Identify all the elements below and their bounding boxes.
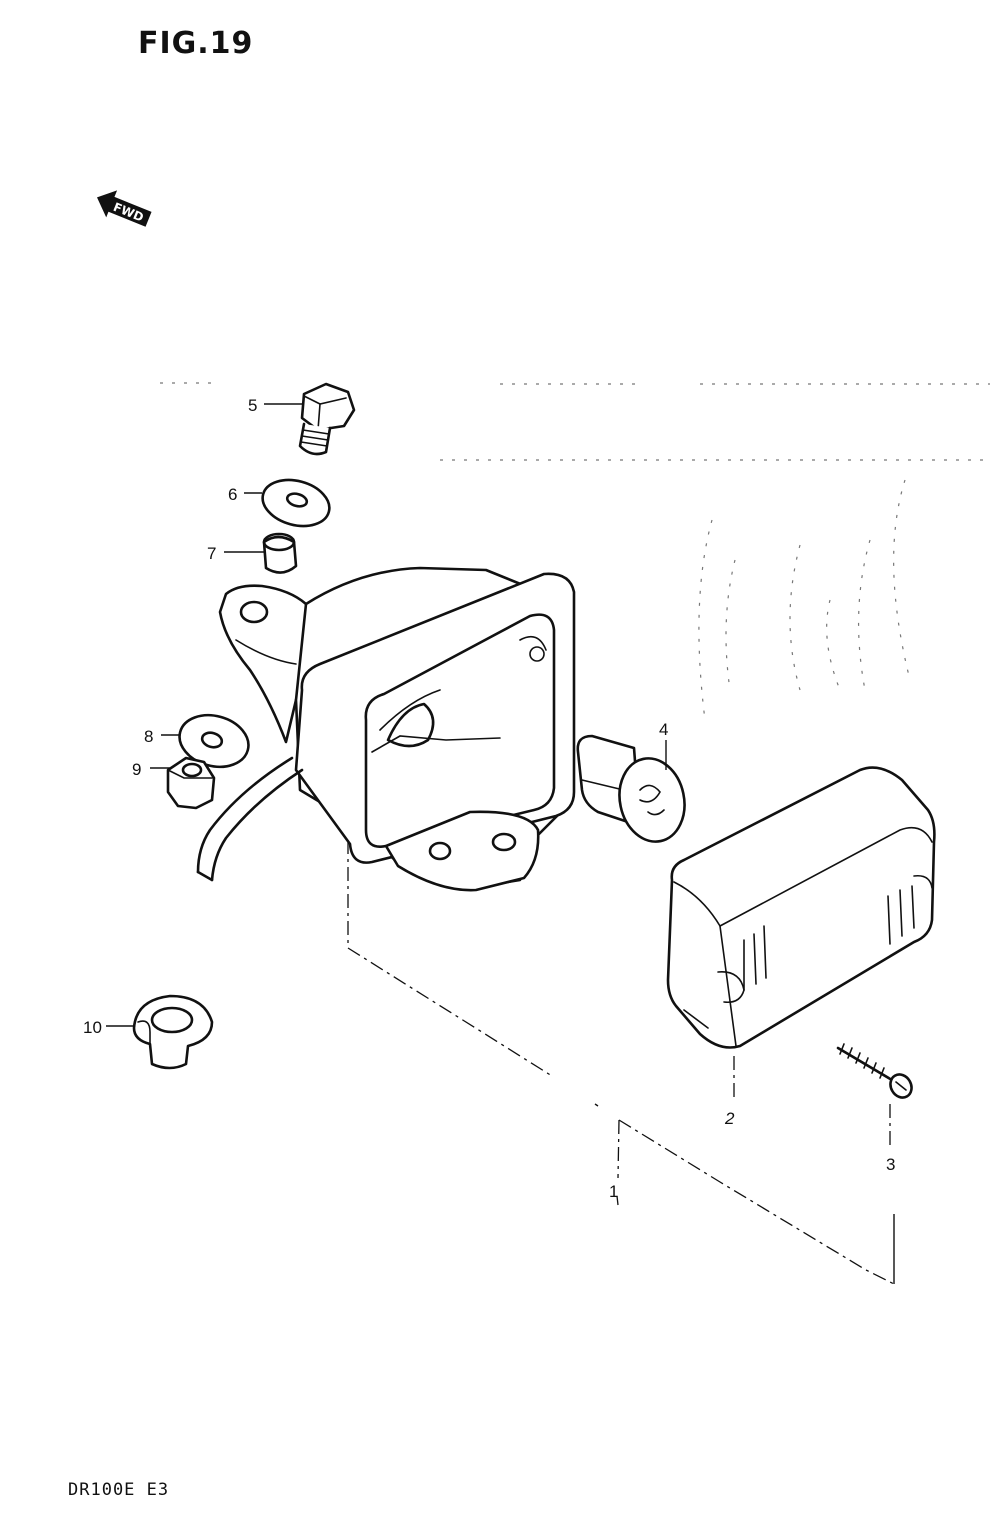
callout-7: 7 bbox=[207, 544, 216, 563]
callout-10: 10 bbox=[83, 1018, 102, 1037]
part-1-lamp-housing bbox=[218, 566, 576, 892]
part-6-washer bbox=[261, 478, 331, 528]
lamp-wire bbox=[196, 756, 304, 882]
figure-title: FIG.19 bbox=[138, 26, 254, 61]
ghost-outline bbox=[160, 382, 990, 721]
callout-9: 9 bbox=[132, 760, 141, 779]
callout-labels: 1 2 3 4 5 6 7 8 9 10 bbox=[83, 396, 895, 1201]
part-8-washer bbox=[178, 713, 250, 769]
callout-1: 1 bbox=[609, 1182, 618, 1201]
callout-6: 6 bbox=[228, 485, 237, 504]
forward-arrow-icon: FWD bbox=[97, 190, 152, 227]
part-7-collar bbox=[262, 532, 298, 574]
part-10-grommet bbox=[132, 994, 214, 1070]
callout-8: 8 bbox=[144, 727, 153, 746]
callout-5: 5 bbox=[248, 396, 257, 415]
assembly-lines bbox=[347, 840, 895, 1285]
callout-3: 3 bbox=[886, 1155, 895, 1174]
callout-2: 2 bbox=[724, 1109, 735, 1128]
part-3-screw bbox=[836, 1043, 913, 1099]
part-5-bolt bbox=[298, 382, 356, 456]
part-4-bulb bbox=[576, 734, 686, 843]
callout-4: 4 bbox=[659, 720, 668, 739]
part-2-lens bbox=[666, 766, 936, 1049]
part-9-nut bbox=[166, 756, 216, 810]
model-label: DR100E E3 bbox=[68, 1480, 170, 1500]
callout-leaders bbox=[106, 403, 667, 1027]
